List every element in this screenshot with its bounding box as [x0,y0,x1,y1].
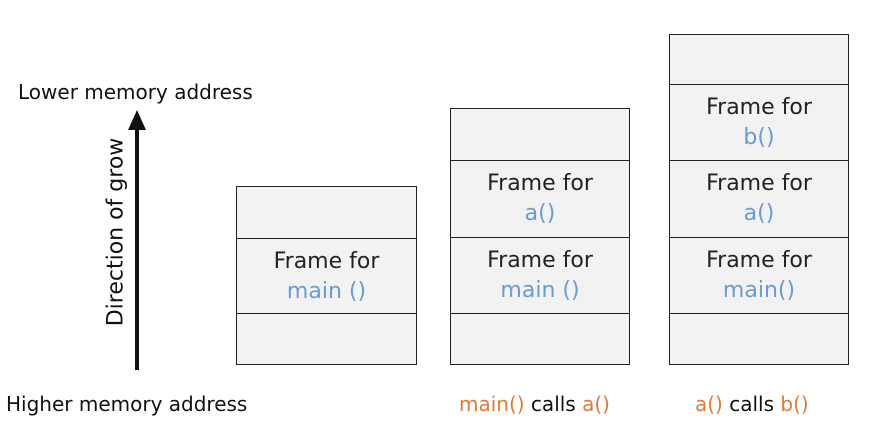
empty-cell-bottom [450,313,630,365]
empty-cell-top [236,186,417,239]
frame-label: Frame for [487,171,593,196]
frame-function-name: a() [743,201,775,226]
direction-of-grow-label: Direction of grow [103,137,129,327]
caption-caller: main() [459,392,525,416]
frame-label: Frame for [706,94,812,120]
frame-cell: Frame for main() [669,237,849,314]
frame-cell: Frame for a() [450,160,630,238]
frame-label: Frame for [273,248,380,274]
frame-label: Frame for [487,247,593,273]
frame-function-name: main () [500,277,580,303]
caption-callee: b() [780,392,809,416]
empty-cell-top [450,108,630,161]
frame-label: Frame for [706,247,812,273]
caption-caller: a() [695,392,723,416]
empty-cell-bottom [669,313,849,365]
caption-verb: calls [524,392,583,416]
direction-arrow-icon [128,110,146,370]
frame-function-name: main() [722,277,796,303]
higher-address-label: Higher memory address [6,392,248,416]
frame-cell: Frame for main () [236,238,417,315]
frame-cell: Frame for b() [669,84,849,161]
caption-verb: calls [722,392,781,416]
caption-main-calls-a: main() calls a() [459,392,610,416]
frame-function-name: main () [286,278,367,304]
caption-a-calls-b: a() calls b() [695,392,809,416]
lower-address-label: Lower memory address [18,80,253,104]
frame-function-name: b() [743,124,775,150]
frame-label: Frame for [706,171,812,196]
frame-function-name: a() [524,201,556,226]
frame-cell: Frame for main () [450,237,630,314]
frame-cell: Frame for a() [669,160,849,238]
caption-callee: a() [582,392,610,416]
empty-cell-top [669,34,849,85]
empty-cell-bottom [236,313,417,365]
